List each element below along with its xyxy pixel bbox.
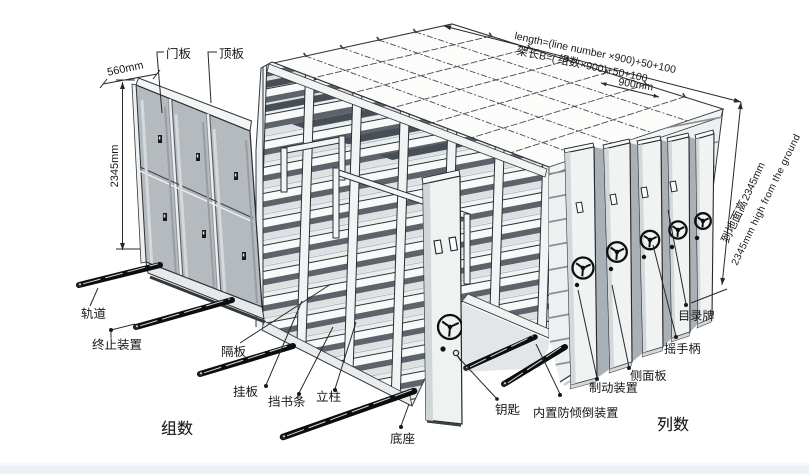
svg-text:B=(: B=( bbox=[538, 50, 557, 65]
svg-text:900mm: 900mm bbox=[618, 76, 655, 93]
svg-text:2345mm: 2345mm bbox=[109, 145, 121, 188]
